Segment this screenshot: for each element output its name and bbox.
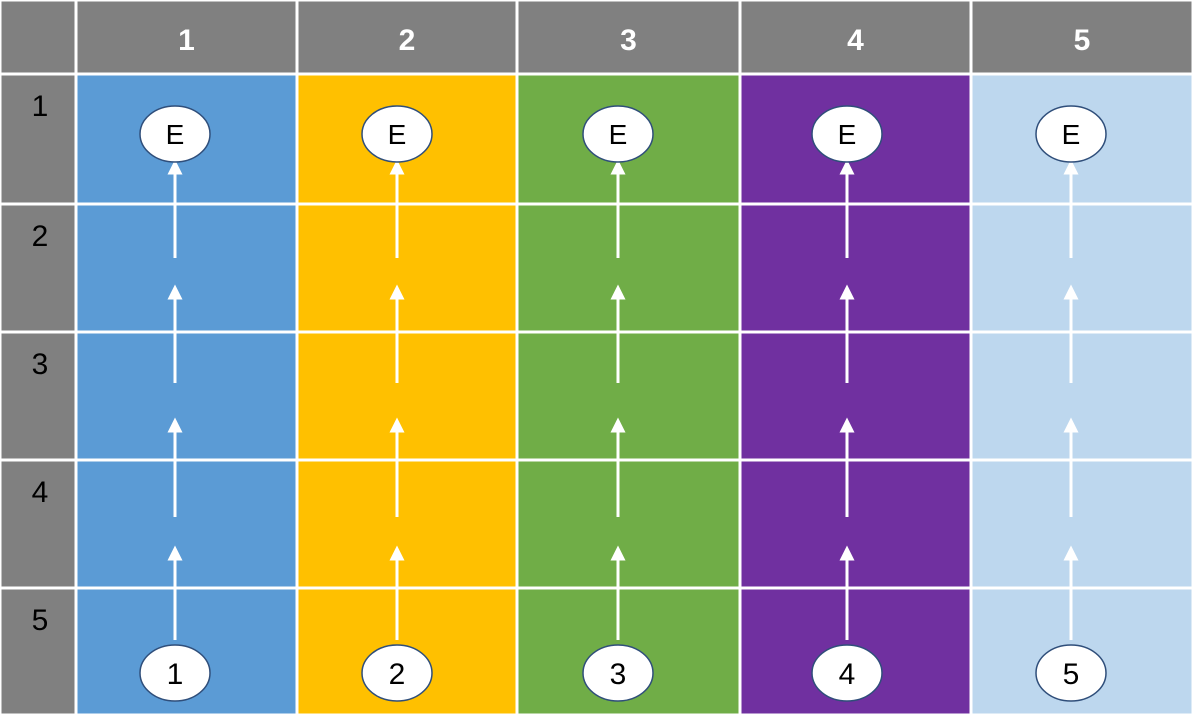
end-node-1 xyxy=(139,105,211,163)
row-header-label: 5 xyxy=(32,604,49,637)
start-node-4 xyxy=(811,644,883,702)
column-header-label: 2 xyxy=(399,24,416,57)
row-header-5 xyxy=(0,588,76,715)
column-header-label: 5 xyxy=(1074,24,1091,57)
end-node-4 xyxy=(811,105,883,163)
bottom-margin xyxy=(0,715,1193,720)
start-node-1 xyxy=(139,644,211,702)
end-node-2 xyxy=(361,105,433,163)
column-header-2 xyxy=(297,0,517,74)
end-node-3 xyxy=(582,105,654,163)
end-node-label: E xyxy=(609,119,628,150)
row-header-label: 4 xyxy=(32,476,49,509)
end-node-label: E xyxy=(1062,119,1081,150)
start-node-label: 3 xyxy=(610,658,627,691)
start-node-label: 4 xyxy=(839,658,856,691)
row-header-label: 1 xyxy=(32,90,49,123)
column-header-label: 3 xyxy=(620,24,637,57)
column-header-1 xyxy=(76,0,297,74)
start-node-3 xyxy=(582,644,654,702)
start-node-label: 5 xyxy=(1063,658,1080,691)
row-header-label: 2 xyxy=(32,220,49,253)
lane-5 xyxy=(971,74,1193,715)
row-header-2 xyxy=(0,204,76,332)
start-node-5 xyxy=(1035,644,1107,702)
row-header-label: 3 xyxy=(32,348,49,381)
lane-3 xyxy=(517,74,740,715)
lane-4 xyxy=(740,74,971,715)
corner-cell xyxy=(0,0,76,74)
column-header-4 xyxy=(740,0,971,74)
column-header-5 xyxy=(971,0,1193,74)
start-node-2 xyxy=(361,644,433,702)
column-header-label: 1 xyxy=(178,24,195,57)
column-header-3 xyxy=(517,0,740,74)
start-node-label: 2 xyxy=(389,658,406,691)
end-node-5 xyxy=(1035,105,1107,163)
end-node-label: E xyxy=(838,119,857,150)
end-node-label: E xyxy=(166,119,185,150)
start-node-label: 1 xyxy=(167,658,184,691)
lane-1 xyxy=(76,74,297,715)
row-header-1 xyxy=(0,74,76,204)
lane-2 xyxy=(297,74,517,715)
column-header-label: 4 xyxy=(847,24,864,57)
row-header-3 xyxy=(0,332,76,460)
end-node-label: E xyxy=(388,119,407,150)
row-header-4 xyxy=(0,460,76,588)
